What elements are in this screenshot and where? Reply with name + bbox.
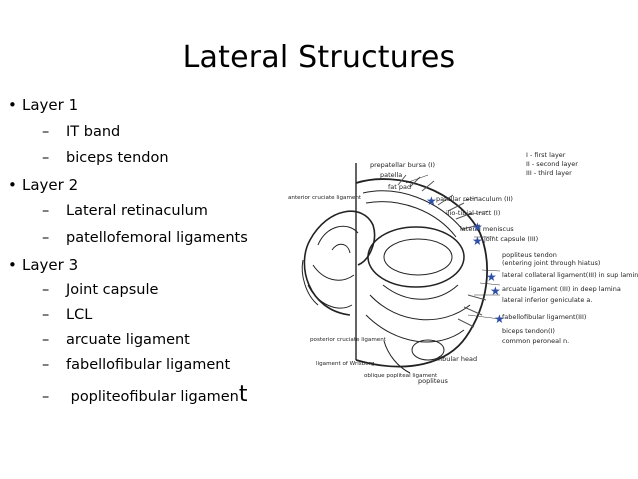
tibia-section-drawing xyxy=(355,174,488,374)
list-item: –Joint capsule xyxy=(42,282,158,298)
dash: – xyxy=(42,124,50,140)
dash: – xyxy=(42,282,50,298)
label-prepatellar-bursa: prepatellar bursa (I) xyxy=(370,161,435,169)
item-popliteofibular-tail: t xyxy=(238,382,248,407)
label-lateral-meniscus: lateral meniscus xyxy=(460,225,514,233)
dash: – xyxy=(42,357,50,373)
bullet-dot: • xyxy=(8,176,17,194)
label-oblique-popliteal: oblique popliteal ligament xyxy=(364,373,438,379)
star-icon: ★ xyxy=(486,270,497,284)
list-item: –IT band xyxy=(42,124,120,140)
list-item: –LCL xyxy=(42,307,92,323)
label-biceps-tendon: biceps tendon(I) xyxy=(502,327,555,335)
dash: – xyxy=(42,389,50,405)
legend-second-layer: II - second layer xyxy=(526,160,578,168)
dash: – xyxy=(42,332,50,348)
label-fibular-head: fibular head xyxy=(438,355,477,363)
star-icon: ★ xyxy=(490,284,501,298)
label-iliotibial-tract: ilio-tibial tract (I) xyxy=(446,209,500,217)
label-fabellofibular: fabellofibular ligament(III) xyxy=(502,313,586,321)
femur-drawing xyxy=(301,210,376,316)
item-popliteofibular-ligament: popliteofibular ligamen xyxy=(70,389,239,405)
list-item: –biceps tendon xyxy=(42,150,169,166)
label-popliteus: popliteus xyxy=(418,377,449,385)
label-lcl: lateral collateral ligament(III) in sup … xyxy=(502,271,638,279)
label-patellar-retinaculum: patellar retinaculum (II) xyxy=(436,195,513,203)
dash: – xyxy=(42,230,50,246)
layer-1-label: Layer 1 xyxy=(22,96,79,114)
list-item: – popliteofibular ligament xyxy=(42,382,247,407)
star-icon: ★ xyxy=(472,220,483,234)
label-acl: anterior cruciate ligament xyxy=(288,195,362,201)
layer-3-heading: • Layer 3 xyxy=(8,256,78,274)
item-joint-capsule: Joint capsule xyxy=(66,282,159,298)
label-popliteus-tendon: popliteus tendon xyxy=(502,251,557,259)
label-inferior-geniculate: lateral inferior geniculate a. xyxy=(502,296,592,304)
label-peroneal-nerve: common peroneal n. xyxy=(502,337,569,345)
star-icon: ★ xyxy=(472,234,483,248)
label-pcl: posterior cruciate ligament xyxy=(310,337,387,343)
leader-lines xyxy=(405,174,501,320)
item-biceps-tendon: biceps tendon xyxy=(66,150,169,166)
legend-first-layer: I - first layer xyxy=(526,151,566,159)
slide-title: Lateral Structures xyxy=(182,40,456,75)
highlight-stars: ★ ★ ★ ★ ★ ★ xyxy=(426,194,505,326)
item-lcl: LCL xyxy=(66,307,93,323)
item-it-band: IT band xyxy=(66,124,121,140)
knee-anatomy-illustration: prepatellar bursa (I) patella fat pad I … xyxy=(288,151,638,385)
layer-2-heading: • Layer 2 xyxy=(8,176,78,194)
list-item: –arcuate ligament xyxy=(42,332,190,348)
label-wrisberg: ligament of Wrisberg xyxy=(316,361,375,367)
label-arcuate-ligament: arcuate ligament (III) in deep lamina xyxy=(502,285,621,293)
label-fat-pad: fat pad xyxy=(388,183,411,191)
bullet-dot: • xyxy=(8,256,17,274)
dash: – xyxy=(42,307,50,323)
item-lateral-retinaculum: Lateral retinaculum xyxy=(66,203,208,219)
item-fabellofibular-ligament: fabellofibular ligament xyxy=(66,357,231,373)
star-icon: ★ xyxy=(494,312,505,326)
layer-3-label: Layer 3 xyxy=(22,256,79,274)
bullet-dot: • xyxy=(8,96,17,114)
layer-2-label: Layer 2 xyxy=(22,176,79,194)
dash: – xyxy=(42,203,50,219)
label-joint-capsule: joint capsule (III) xyxy=(483,235,538,243)
dash: – xyxy=(42,150,50,166)
star-icon: ★ xyxy=(426,194,437,208)
legend-third-layer: III - third layer xyxy=(526,169,572,177)
label-patella: patella xyxy=(380,171,402,179)
list-item: –patellofemoral ligaments xyxy=(42,230,248,246)
label-entering-joint: (entering joint through hiatus) xyxy=(502,259,600,267)
list-item: –fabellofibular ligament xyxy=(42,357,230,373)
layer-1-heading: • Layer 1 xyxy=(8,96,78,114)
figure-labels: prepatellar bursa (I) patella fat pad I … xyxy=(288,151,638,385)
item-arcuate-ligament: arcuate ligament xyxy=(66,332,190,348)
list-item: –Lateral retinaculum xyxy=(42,203,208,219)
item-patellofemoral-ligaments: patellofemoral ligaments xyxy=(66,230,248,246)
